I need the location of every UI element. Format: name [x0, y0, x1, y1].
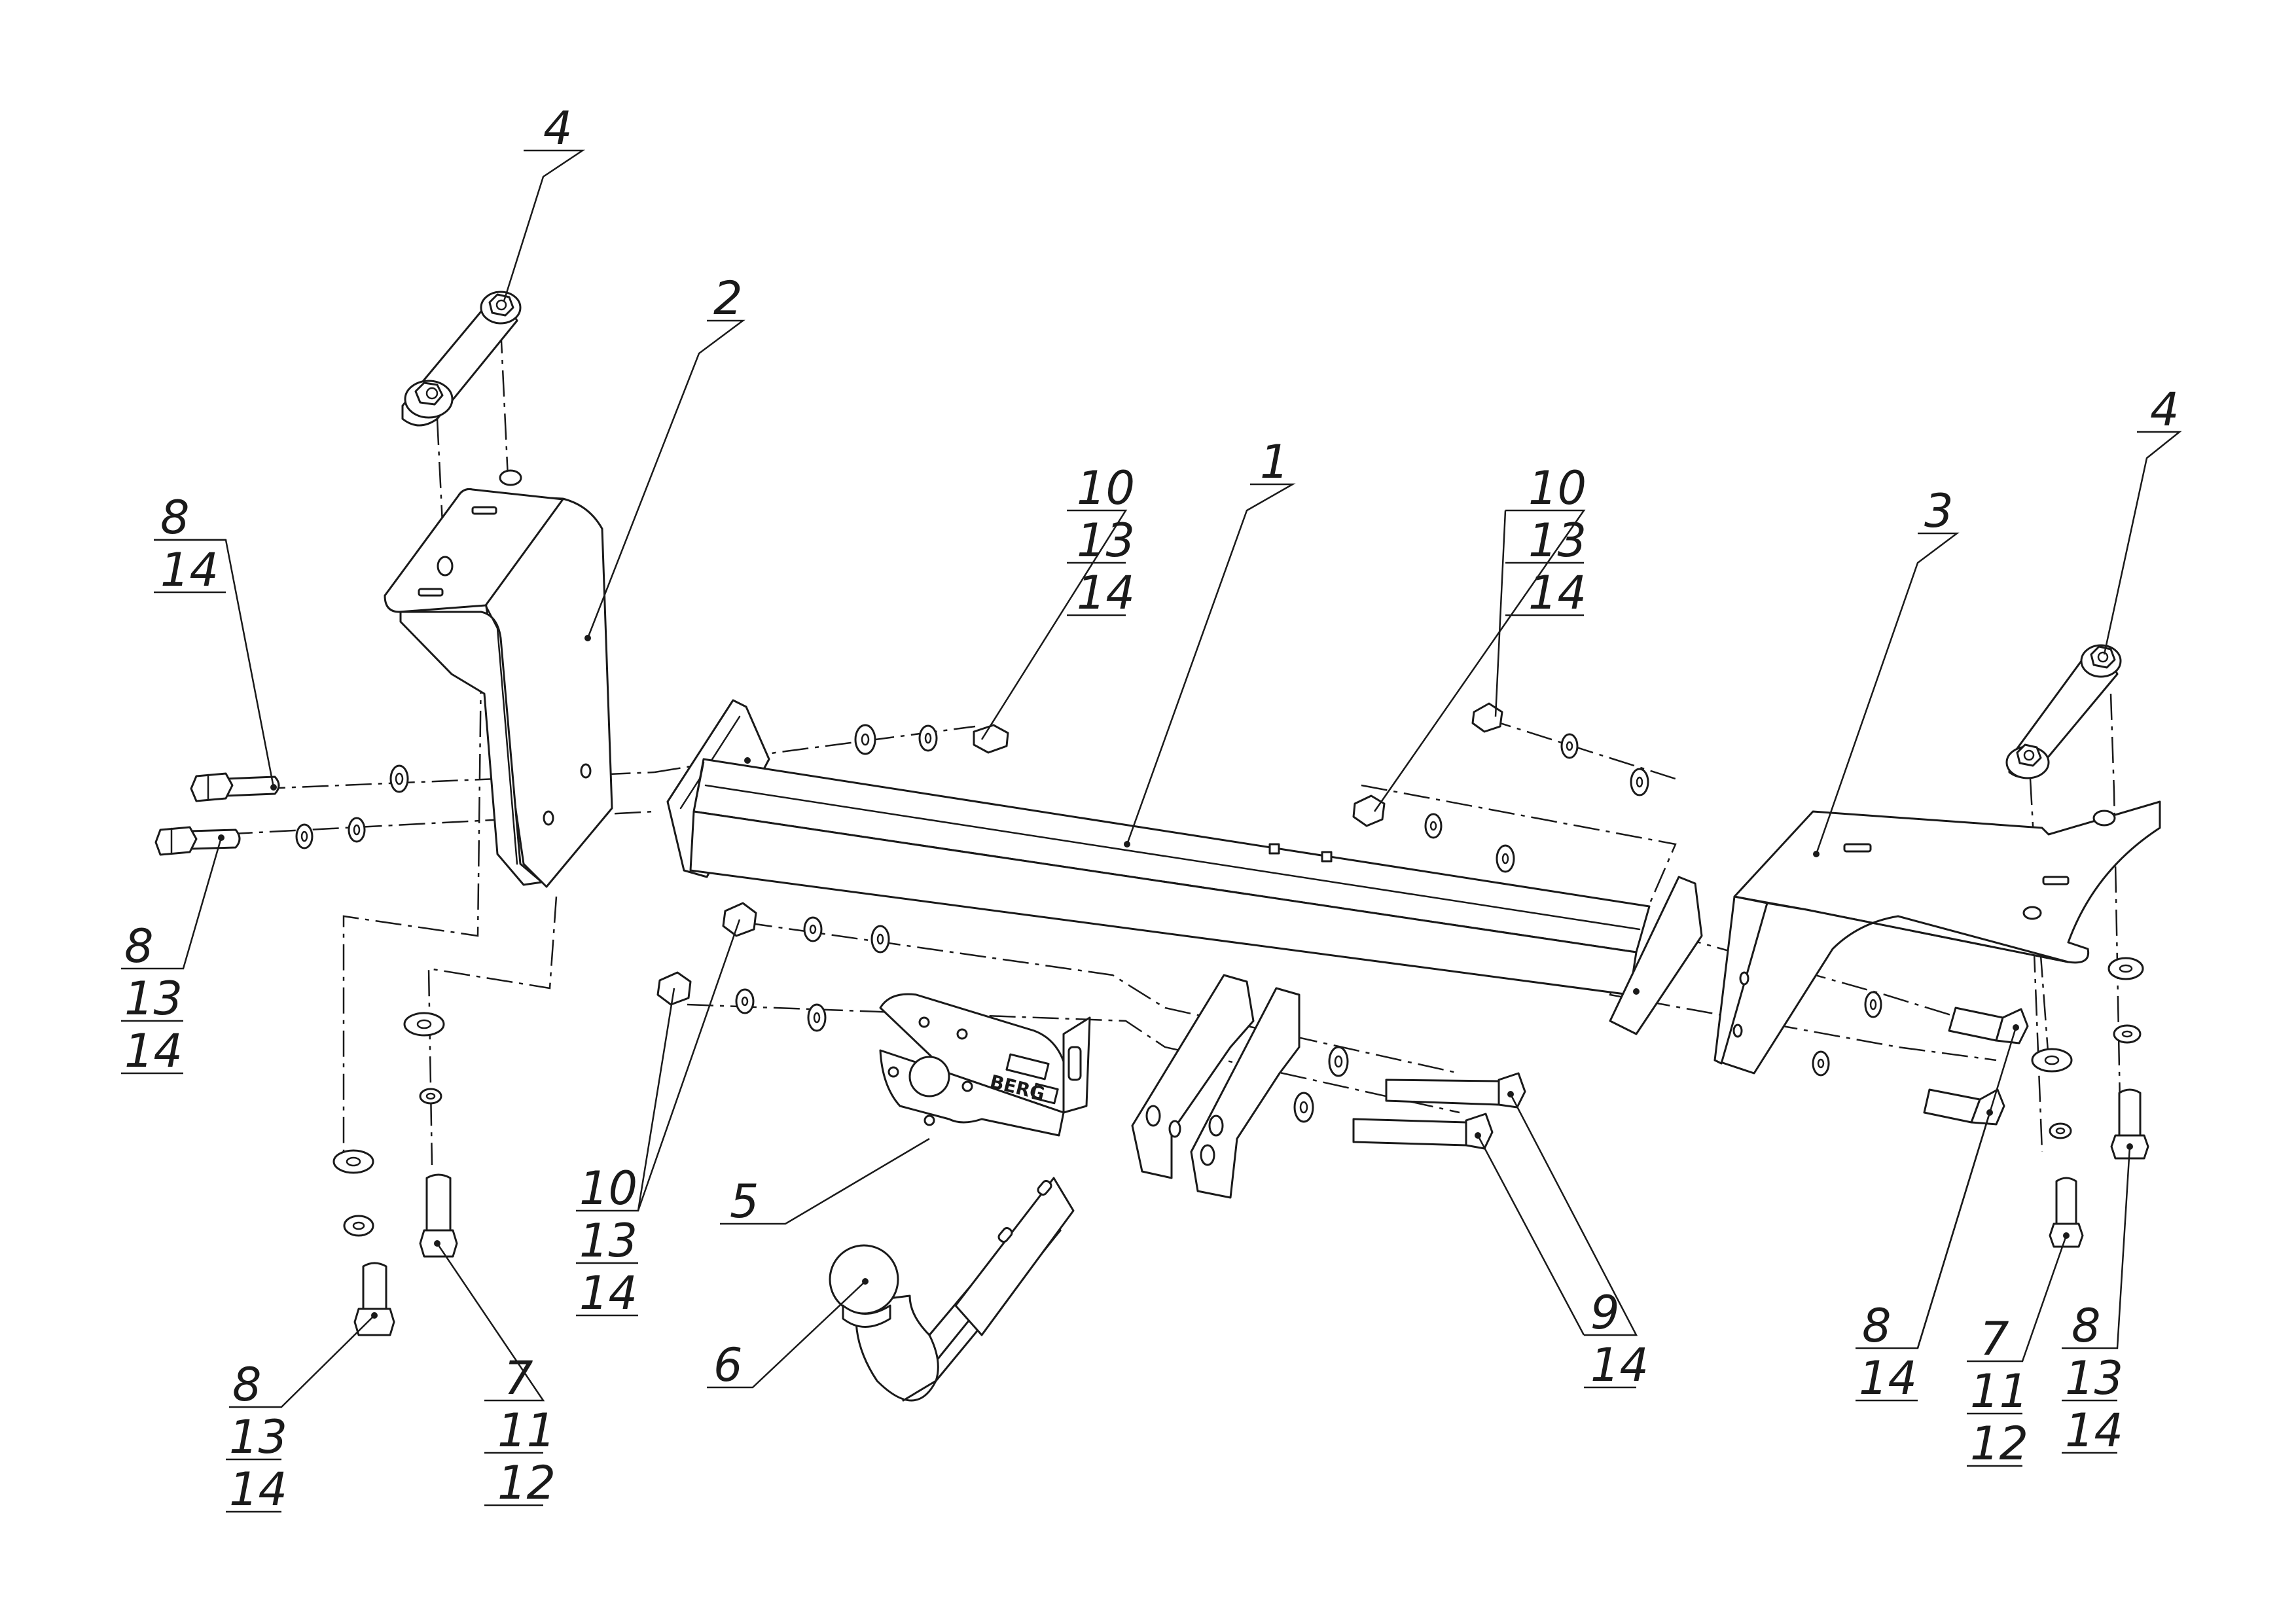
svg-text:8: 8: [1862, 1299, 1892, 1353]
beam-fasteners-left: [656, 724, 1009, 1032]
svg-text:9: 9: [1590, 1286, 1620, 1340]
svg-text:10: 10: [579, 1162, 637, 1215]
leader-lines: [121, 149, 2182, 1408]
svg-text:14: 14: [1077, 566, 1135, 620]
callout-10-13-14-center-top: 10 13 14: [1067, 461, 1135, 620]
callout-7-11-12-left: 7 11 12: [484, 1351, 556, 1510]
svg-text:13: 13: [579, 1214, 637, 1268]
svg-text:13: 13: [124, 972, 183, 1026]
svg-text:12: 12: [1970, 1417, 2028, 1471]
svg-text:7: 7: [1980, 1312, 2009, 1366]
svg-text:13: 13: [2065, 1351, 2123, 1405]
part-5-socket-bracket: BERG: [879, 993, 1091, 1137]
part-6-tow-ball: [829, 1177, 1075, 1402]
svg-text:10: 10: [1528, 461, 1587, 515]
callout-7-11-12-right: 7 11 12: [1967, 1312, 2028, 1471]
svg-text:14: 14: [579, 1266, 637, 1320]
callout-labels: 4 2 1 3 4 8 14 8 13 14 8 13 14 7 11: [121, 101, 2179, 1516]
svg-text:12: 12: [497, 1456, 556, 1510]
callout-4-left: 4: [543, 101, 573, 155]
part-1-main-beam: [666, 699, 1703, 1199]
callout-8-13-14-left-bottom: 8 13 14: [226, 1358, 287, 1516]
svg-text:10: 10: [1077, 461, 1135, 515]
svg-text:8: 8: [160, 491, 190, 544]
svg-text:11: 11: [1970, 1364, 2028, 1418]
callout-8-13-14-left-lower: 8 13 14: [121, 919, 183, 1078]
svg-text:14: 14: [160, 543, 219, 597]
svg-text:14: 14: [1590, 1338, 1649, 1392]
svg-text:14: 14: [1859, 1351, 1917, 1405]
svg-text:11: 11: [497, 1404, 556, 1457]
callout-1: 1: [1260, 435, 1289, 489]
part-3-right-bracket: [1713, 800, 2161, 1075]
part-4-right-strap: [2005, 644, 2122, 779]
svg-text:14: 14: [1528, 566, 1587, 620]
svg-text:8: 8: [2072, 1299, 2101, 1353]
svg-text:8: 8: [124, 919, 154, 973]
svg-text:14: 14: [2065, 1404, 2123, 1457]
part-2-left-bracket: [384, 469, 613, 888]
part-4-left-strap: [401, 291, 522, 427]
right-fasteners: [1293, 702, 2149, 1248]
callout-2: 2: [713, 272, 743, 325]
svg-text:14: 14: [124, 1024, 183, 1078]
callout-4-right: 4: [2150, 383, 2179, 437]
svg-text:14: 14: [229, 1463, 287, 1516]
callout-6: 6: [713, 1338, 743, 1392]
callout-10-13-14-right-top: 10 13 14: [1505, 461, 1587, 620]
svg-text:13: 13: [1528, 514, 1587, 567]
callout-8-14-left-upper: 8 14: [154, 491, 226, 597]
svg-text:7: 7: [504, 1351, 533, 1405]
left-fasteners: [154, 764, 458, 1336]
callout-9-14: 9 14: [1584, 1286, 1649, 1392]
callout-8-13-14-right: 8 13 14: [2062, 1299, 2123, 1457]
callout-5: 5: [730, 1175, 759, 1228]
assembly-axis-lines: [183, 327, 2122, 1166]
svg-text:13: 13: [229, 1410, 287, 1464]
svg-text:8: 8: [232, 1358, 262, 1412]
callout-3: 3: [1924, 484, 1954, 538]
callout-8-14-right: 8 14: [1856, 1299, 1918, 1405]
callout-10-13-14-center-bottom: 10 13 14: [576, 1162, 638, 1320]
svg-text:13: 13: [1077, 514, 1135, 567]
